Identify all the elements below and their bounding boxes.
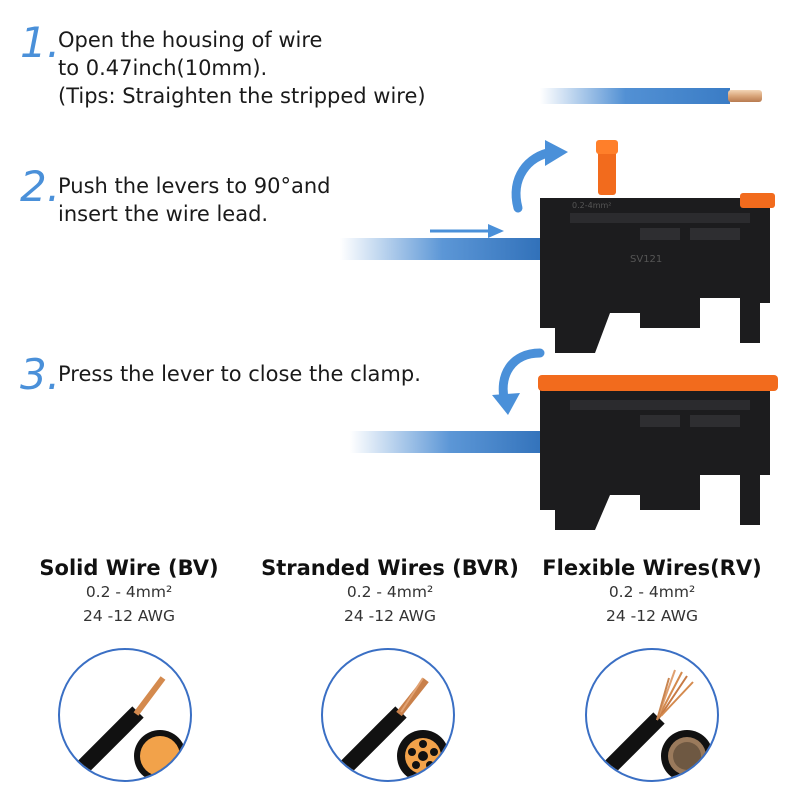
- flexible-wire-image: [585, 648, 719, 782]
- wire-type-awg: 24 -12 AWG: [83, 607, 175, 625]
- wire-type-flexible: Flexible Wires(RV) 0.2 - 4mm² 24 -12 AWG: [517, 556, 787, 628]
- step-2-line-2: insert the wire lead.: [58, 202, 269, 226]
- wire-type-awg: 24 -12 AWG: [344, 607, 436, 625]
- step-1-number: 1.: [20, 18, 61, 67]
- step-1-line-2: to 0.47inch(10mm).: [58, 56, 268, 80]
- wire-type-solid: Solid Wire (BV) 0.2 - 4mm² 24 -12 AWG: [0, 556, 264, 628]
- step-3-line-1: Press the lever to close the clamp.: [58, 362, 421, 386]
- step-1-text: Open the housing of wire to 0.47inch(10m…: [58, 26, 426, 110]
- stripped-wire-illustration: [540, 88, 762, 104]
- step-2-number: 2.: [20, 162, 61, 211]
- wire-type-name: Flexible Wires(RV): [542, 556, 762, 580]
- wire-type-name: Stranded Wires (BVR): [261, 556, 519, 580]
- open-lever-connector-illustration: 0.2-4mm² SV121: [340, 140, 775, 353]
- wire-type-range: 0.2 - 4mm²: [85, 583, 173, 601]
- wire-type-name: Solid Wire (BV): [39, 556, 219, 580]
- step-2-line-1: Push the levers to 90°and: [58, 174, 331, 198]
- step-3-text: Press the lever to close the clamp.: [58, 360, 421, 388]
- closed-lever-connector-illustration: [350, 348, 778, 530]
- wire-type-awg: 24 -12 AWG: [606, 607, 698, 625]
- solid-wire-image: [58, 648, 192, 782]
- connector-model: SV121: [630, 254, 662, 265]
- stranded-wire-image: [321, 648, 455, 782]
- step-1-line-3: (Tips: Straighten the stripped wire): [58, 84, 426, 108]
- step-2-text: Push the levers to 90°and insert the wir…: [58, 172, 331, 228]
- step-1-line-1: Open the housing of wire: [58, 28, 323, 52]
- wire-type-range: 0.2 - 4mm²: [346, 583, 434, 601]
- wire-type-stranded: Stranded Wires (BVR) 0.2 - 4mm² 24 -12 A…: [255, 556, 525, 628]
- connector-marking: 0.2-4mm²: [572, 201, 612, 210]
- wire-type-range: 0.2 - 4mm²: [608, 583, 696, 601]
- step-3-number: 3.: [20, 350, 61, 399]
